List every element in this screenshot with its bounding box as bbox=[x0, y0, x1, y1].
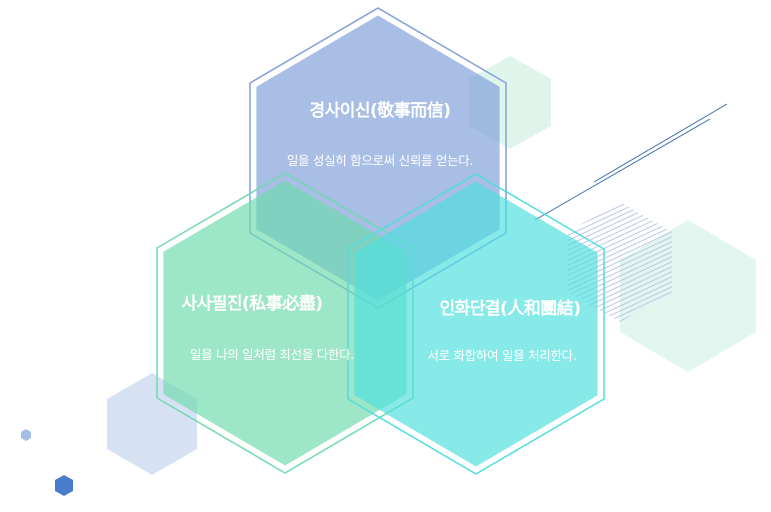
hatch-stripe bbox=[568, 282, 672, 322]
hexagon-value-3 bbox=[354, 181, 598, 467]
decor-hexagon-small-blue bbox=[21, 429, 31, 441]
decor-line bbox=[593, 103, 728, 183]
value-desc-2: 일을 나의 일처럼 최선을 다한다. bbox=[190, 347, 354, 362]
value-desc-1: 일을 성실히 함으로써 신뢰를 얻는다. bbox=[286, 153, 474, 168]
value-title-3: 인화단결(人和團結) bbox=[439, 299, 581, 319]
hatch-stripe bbox=[568, 287, 672, 322]
value-desc-3: 서로 화합하여 일을 처리한다. bbox=[427, 348, 577, 363]
hatch-stripe bbox=[568, 277, 672, 322]
hexagon-value-3-outline bbox=[347, 173, 605, 475]
hexagon-value-2 bbox=[163, 180, 407, 466]
decor-line bbox=[534, 118, 711, 221]
decor-hexagon-dark-blue bbox=[55, 475, 73, 496]
value-title-1: 경사이신(敬事而信) bbox=[309, 101, 451, 121]
decor-hexagon-mint-right bbox=[620, 220, 756, 372]
value-title-2: 사사필진(私事必盡) bbox=[181, 294, 323, 314]
hatch-stripe bbox=[568, 202, 672, 240]
